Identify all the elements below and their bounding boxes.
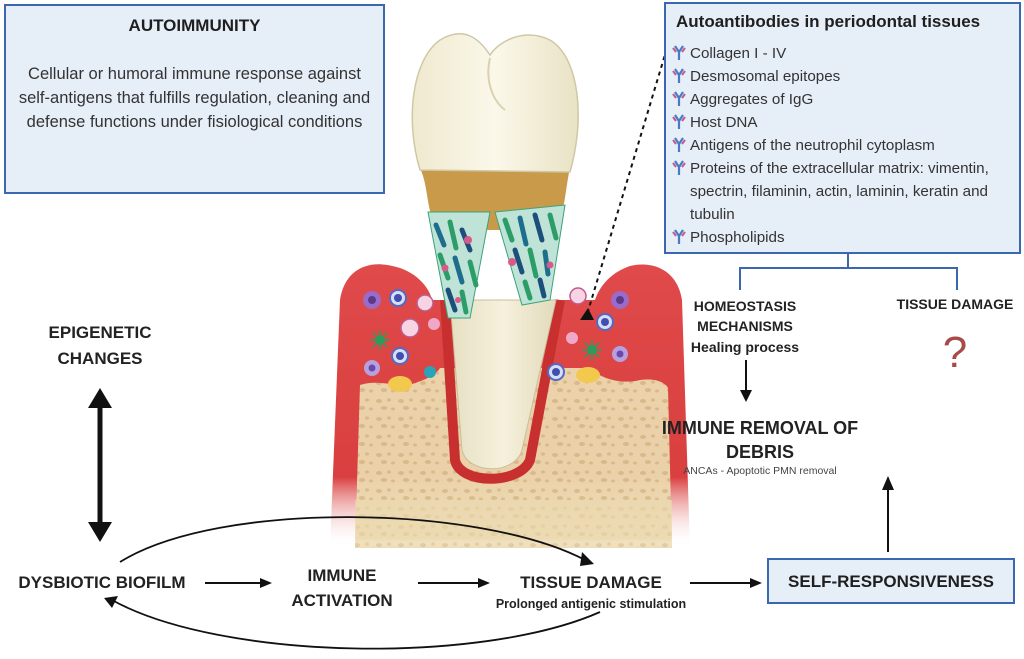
question-mark: ? xyxy=(942,328,968,377)
autoimmunity-title: AUTOIMMUNITY xyxy=(128,16,261,35)
biofilm xyxy=(427,204,566,319)
antibody-icon xyxy=(672,114,686,129)
item-text: Phospholipids xyxy=(690,229,785,246)
immune-cells-left xyxy=(363,289,440,392)
autoantibodies-box: Autoantibodies in periodontal tissues Co… xyxy=(664,2,1021,254)
item-text: Host DNA xyxy=(690,114,758,131)
autoimmunity-box: AUTOIMMUNITY Cellular or humoral immune … xyxy=(4,4,385,194)
autoantibodies-list: Collagen I - IV Desmosomal epitopes Aggr… xyxy=(672,42,1016,249)
homeostasis-label: HOMEOSTASIS MECHANISMS xyxy=(693,298,797,334)
up-arrow xyxy=(882,476,894,490)
epigenetic-label: EPIGENETIC CHANGES xyxy=(48,323,152,368)
antibody-icon xyxy=(672,68,686,83)
antibody-icon xyxy=(672,91,686,106)
immune-removal-title: IMMUNE REMOVAL OF DEBRIS xyxy=(661,418,859,462)
list-item: Antigens of the neutrophil cytoplasm xyxy=(672,134,1016,157)
immune-removal-subtitle: ANCAs - Apoptotic PMN removal xyxy=(683,465,837,477)
antibody-icon xyxy=(672,137,686,152)
tissue-damage-label: TISSUE DAMAGE xyxy=(520,573,662,592)
feedback-arc-top xyxy=(119,516,586,563)
feedback-arc-bottom xyxy=(111,599,601,650)
down-arrow xyxy=(740,390,752,402)
up-arrowhead xyxy=(88,388,112,408)
item-text: Antigens of the neutrophil cytoplasm xyxy=(690,137,935,154)
item-text: Aggregates of IgG xyxy=(690,91,814,108)
down-arrowhead xyxy=(88,522,112,542)
list-item: Aggregates of IgG xyxy=(672,88,1016,111)
tooth-crown xyxy=(411,33,579,173)
antibody-icon xyxy=(672,160,686,175)
item-text: Desmosomal epitopes xyxy=(690,68,841,85)
list-item: Proteins of the extracellular matrix: vi… xyxy=(672,157,1016,226)
item-text: Collagen I - IV xyxy=(690,45,787,62)
list-item: Phospholipids xyxy=(672,226,1016,249)
healing-label: Healing process xyxy=(690,339,800,355)
tooth-root xyxy=(449,299,557,470)
self-responsiveness-label: SELF-RESPONSIVENESS xyxy=(788,572,994,591)
list-item: Collagen I - IV xyxy=(672,42,1016,65)
periodontal-ligament xyxy=(440,299,565,484)
antibody-icon xyxy=(672,229,686,244)
item-text: Proteins of the extracellular matrix: vi… xyxy=(690,160,989,223)
immune-cells-right xyxy=(547,287,629,383)
tissue-damage-subtitle: Prolonged antigenic stimulation xyxy=(495,597,687,611)
list-item: Host DNA xyxy=(672,111,1016,134)
list-item: Desmosomal epitopes xyxy=(672,65,1016,88)
autoimmunity-description: Cellular or humoral immune response agai… xyxy=(18,65,371,131)
tissue-damage-branch-label: TISSUE DAMAGE xyxy=(896,296,1014,312)
outcome-bracket xyxy=(739,254,958,290)
immune-activation-label: IMMUNE ACTIVATION xyxy=(291,566,393,610)
antibody-icon xyxy=(672,45,686,60)
autoantibodies-title: Autoantibodies in periodontal tissues xyxy=(676,12,981,31)
self-responsiveness-box: SELF-RESPONSIVENESS xyxy=(767,558,1015,604)
dysbiotic-biofilm-label: DYSBIOTIC BIOFILM xyxy=(18,573,186,592)
